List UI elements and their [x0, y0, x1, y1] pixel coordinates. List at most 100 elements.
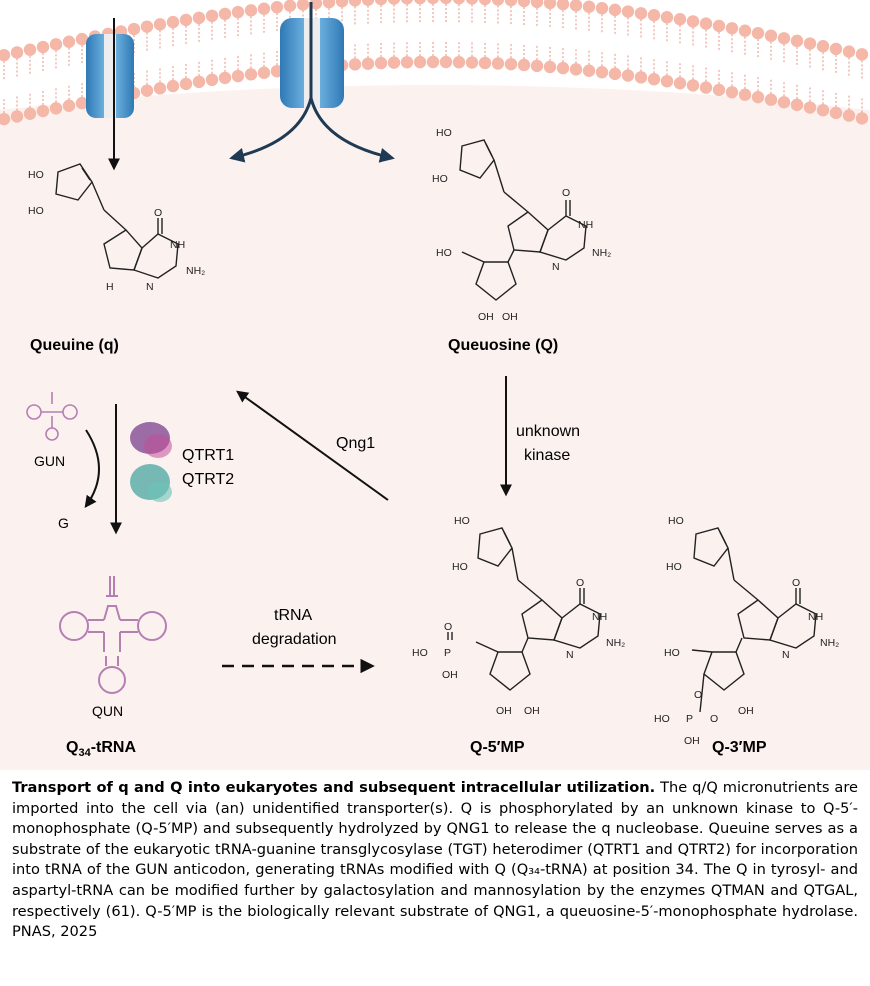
q3mp-ho-1: HO	[668, 515, 684, 527]
lipid-head	[673, 77, 687, 90]
lipid-head	[348, 0, 362, 7]
queuosine-nh2: NH₂	[592, 247, 611, 259]
lipid-head	[764, 93, 778, 106]
lipid-head	[504, 0, 518, 7]
queuosine-ho-2: HO	[432, 173, 448, 185]
lipid-head	[478, 0, 492, 6]
lipid-head	[361, 57, 375, 70]
qtrt1-label: QTRT1	[182, 447, 234, 464]
lipid-head	[595, 2, 609, 15]
lipid-head	[712, 83, 726, 97]
lipid-head	[49, 102, 63, 115]
lipid-head	[647, 73, 661, 86]
lipid-head	[699, 81, 713, 94]
lipid-head	[140, 84, 154, 97]
lipid-head	[257, 2, 271, 15]
qun-label: QUN	[92, 703, 123, 719]
lipid-head	[608, 3, 622, 17]
lipid-head	[231, 69, 245, 83]
lipid-head	[309, 0, 323, 10]
caption-title: Transport of q and Q into eukaryotes and…	[12, 779, 656, 796]
lipid-head	[634, 71, 648, 84]
q5mp-n: N	[566, 649, 574, 661]
lipid-head	[10, 110, 24, 123]
lipid-head	[75, 32, 89, 46]
q5mp-o-phos: O	[444, 621, 452, 633]
lipid-head	[335, 0, 349, 8]
lipid-head	[401, 0, 413, 5]
lipid-head	[478, 56, 492, 70]
queuosine-ho-1: HO	[436, 127, 452, 139]
q3mp-nh2: NH₂	[820, 637, 839, 649]
lipid-head	[751, 26, 765, 40]
lipid-head	[62, 99, 76, 112]
lipid-head	[816, 104, 830, 117]
q3mp-structure	[691, 527, 817, 713]
lipid-head	[387, 56, 401, 69]
lipid-head	[621, 5, 635, 18]
gun-trna-icon	[26, 392, 78, 441]
q5mp-oh-2: OH	[496, 705, 512, 717]
lipid-head	[348, 58, 362, 71]
lipid-head	[725, 86, 739, 99]
q5mp-label: Q-5′MP	[470, 739, 525, 756]
lipid-head	[453, 0, 465, 5]
lipid-head	[725, 22, 739, 35]
q5mp-oh-3: OH	[524, 705, 540, 717]
lipid-head	[36, 40, 50, 54]
lipid-head	[738, 88, 752, 101]
lipid-head	[127, 22, 141, 36]
qtrt2-label: QTRT2	[182, 471, 234, 488]
lipid-head	[153, 18, 167, 31]
lipid-head	[803, 37, 817, 50]
q5mp-structure	[447, 527, 601, 691]
lipid-head	[140, 20, 154, 33]
lipid-head	[829, 106, 843, 120]
lipid-head	[504, 57, 518, 71]
lipid-head	[205, 9, 219, 23]
lipid-head	[257, 66, 271, 79]
lipid-head	[23, 43, 37, 56]
lipid-head	[0, 112, 11, 126]
queuine-label: Queuine (q)	[30, 337, 119, 354]
q5mp-nh: NH	[592, 611, 607, 623]
lipid-head	[530, 0, 544, 9]
queuosine-label: Queuosine (Q)	[448, 337, 558, 354]
lipid-head	[543, 0, 557, 10]
lipid-head	[0, 48, 11, 62]
q5mp-ho-3: HO	[412, 647, 428, 659]
q3mp-o-link: O	[710, 713, 718, 725]
lipid-head	[660, 10, 674, 24]
q3mp-ho-3: HO	[664, 647, 680, 659]
lipid-head	[543, 60, 557, 74]
lipid-head	[270, 0, 284, 14]
queuine-structure	[55, 163, 179, 279]
lipid-head	[452, 56, 466, 69]
tgt-enzyme-icon	[130, 422, 172, 502]
q5mp-ho-2: HO	[452, 561, 468, 573]
lipid-head	[75, 96, 89, 110]
import-arrow-split-right	[309, 97, 395, 163]
figure-caption: Transport of q and Q into eukaryotes and…	[12, 778, 858, 943]
lipid-head	[582, 64, 596, 77]
transporter-left	[86, 34, 134, 118]
lipid-head	[361, 0, 375, 6]
lipid-head	[192, 11, 206, 25]
queuosine-oh-2: OH	[502, 311, 518, 323]
gun-label: GUN	[34, 453, 65, 469]
lipid-head	[23, 107, 37, 120]
lipid-head	[231, 5, 245, 19]
lipid-head	[465, 0, 479, 5]
q5mp-p: P	[444, 647, 451, 659]
lipid-head	[192, 75, 206, 89]
q5mp-nh2: NH₂	[606, 637, 625, 649]
lipid-head	[803, 101, 817, 114]
lipid-head	[166, 15, 180, 29]
q34-trna-label: Q34-tRNA	[66, 739, 136, 759]
lipid-head	[517, 58, 531, 72]
queuosine-structure	[459, 139, 587, 301]
lipid-head	[179, 13, 193, 27]
lipid-head	[582, 0, 596, 13]
q3mp-o-ring: O	[792, 577, 800, 589]
queuosine-n: N	[552, 261, 560, 273]
